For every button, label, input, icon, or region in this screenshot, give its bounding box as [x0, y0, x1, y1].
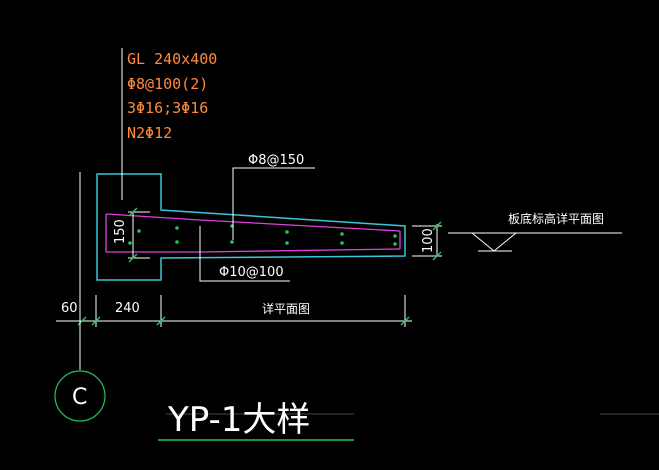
rebar-dot: [128, 241, 132, 245]
beam-note: GL 240x400 Φ8@100(2) 3Φ16;3Φ16 N2Φ12: [127, 50, 217, 142]
dim-ticks: [77, 207, 442, 326]
dim-tick: [128, 253, 138, 263]
dim-beam-width: 240: [115, 301, 140, 316]
axis-bubble: [54, 370, 106, 422]
elevation-symbol: [471, 232, 517, 252]
rebar-dot: [137, 229, 141, 233]
slab-thickness-label: 150: [113, 219, 128, 244]
dim-left-offset: 60: [61, 301, 78, 316]
beam-note-line3: 3Φ16;3Φ16: [127, 99, 208, 117]
elevation-note: 板底标高详平面图: [508, 211, 604, 226]
rebar-dot: [175, 226, 179, 230]
dim-tick: [432, 221, 442, 231]
axis-label: C: [72, 385, 87, 410]
rebar-dot: [285, 241, 289, 245]
rebar-dot: [175, 240, 179, 244]
dim-tick: [128, 207, 138, 217]
rebar-bottom-bar: [106, 248, 401, 253]
dim-tick: [91, 316, 101, 326]
beam-note-line4: N2Φ12: [127, 124, 172, 142]
rebar-dots: [128, 224, 397, 246]
rebar-top-label: Φ8@150: [248, 153, 304, 168]
concrete-outline: [96, 173, 406, 281]
rebar-top-bar: [105, 213, 401, 232]
rebar-dot: [340, 241, 344, 245]
rebar-dot: [230, 240, 234, 244]
rebar-dot: [285, 230, 289, 234]
dim-tick: [432, 251, 442, 261]
dim-span-note: 详平面图: [262, 301, 310, 316]
beam-note-line1: GL 240x400: [127, 50, 217, 68]
beam-note-line2: Φ8@100(2): [127, 75, 208, 93]
rebar-top-leader: [232, 167, 315, 240]
rebar-dot: [393, 234, 397, 238]
elevation-triangle: [471, 232, 517, 252]
dim-tick: [156, 316, 166, 326]
rebar-dot: [340, 232, 344, 236]
dim-tick: [400, 316, 410, 326]
rebar-dot: [393, 242, 397, 246]
rebar-bottom-label: Φ10@100: [219, 265, 284, 280]
edge-height-label: 100: [421, 228, 436, 253]
dim-tick: [77, 316, 87, 326]
rebar-bottom-leader: [199, 226, 290, 282]
rebar-lines: [105, 213, 401, 253]
detail-title: YP-1大样: [167, 400, 310, 440]
